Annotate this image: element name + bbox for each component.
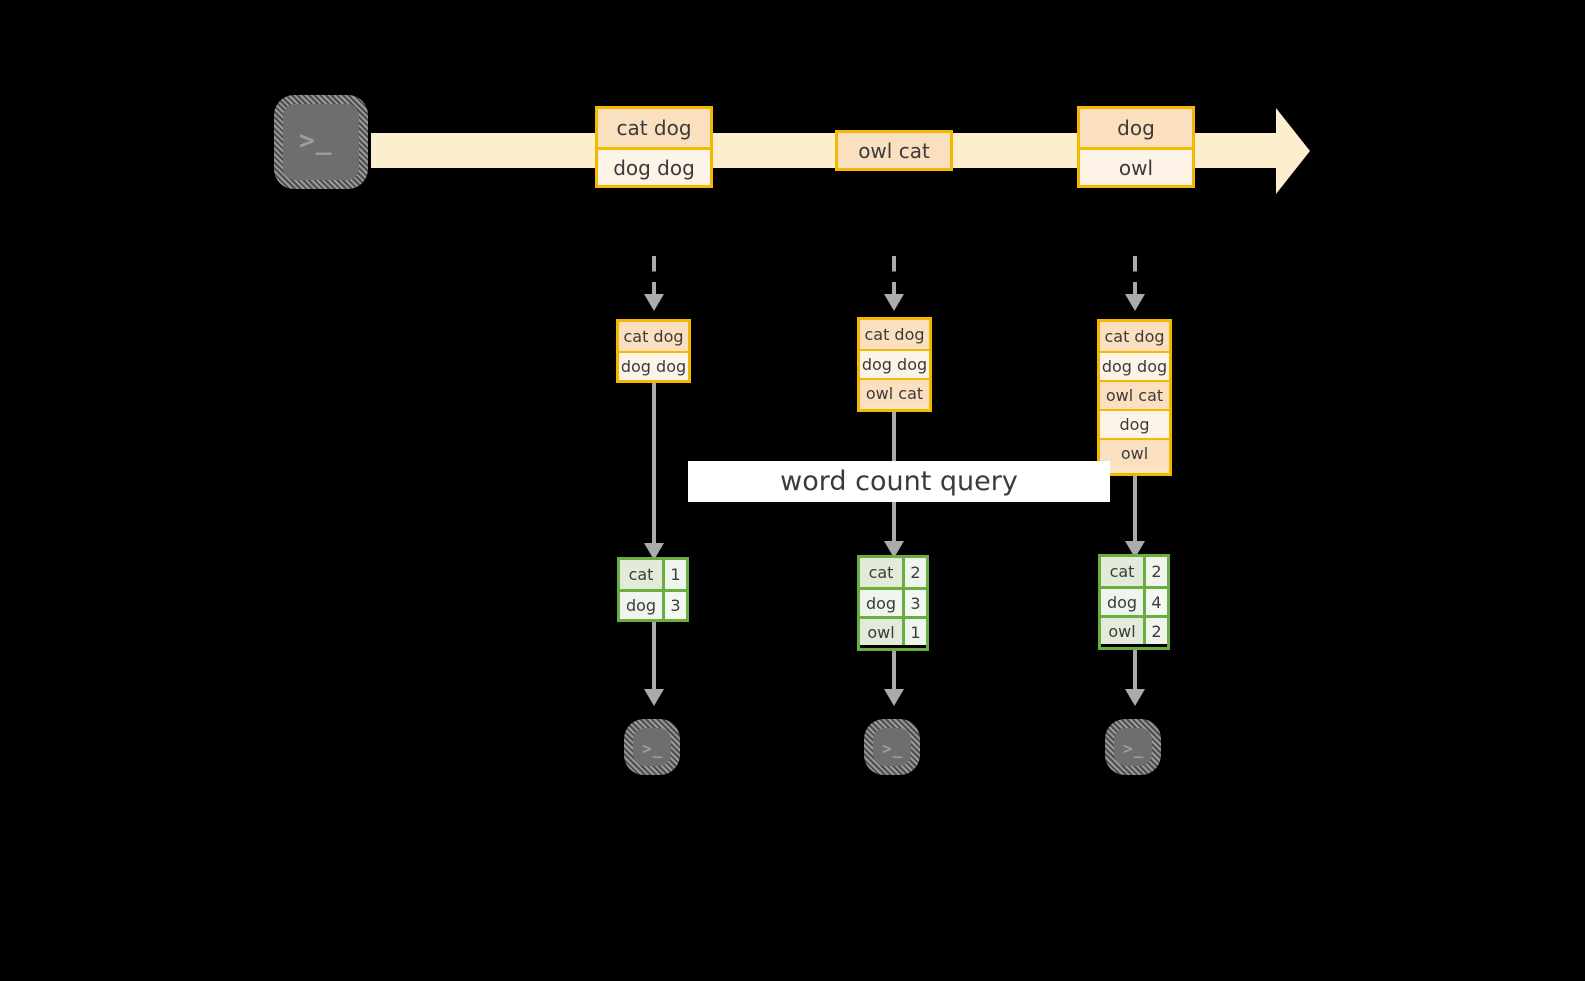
result-word-cell: owl	[860, 619, 902, 645]
result-count-cell: 2	[1143, 557, 1167, 586]
snapshot-1-table-row: cat dog	[619, 322, 688, 351]
source-terminal-icon: >_	[274, 95, 368, 189]
stream-event-1-line-1: cat dog	[598, 109, 710, 147]
stream-event-1-line-2: dog dog	[598, 147, 710, 185]
snapshot-1-query-connector	[652, 383, 656, 547]
stream-event-1: cat dog dog dog	[595, 106, 713, 188]
terminal-prompt-glyph: >_	[1123, 739, 1145, 758]
table-row: cat 2	[860, 558, 926, 587]
stream-event-2-line-1: owl cat	[838, 133, 950, 168]
terminal-body	[1114, 728, 1152, 766]
snapshot-1-sink-arrowhead	[644, 689, 664, 706]
snapshot-1-dashed-connector	[652, 256, 656, 296]
snapshot-3-query-arrowhead	[1125, 541, 1145, 558]
result-count-cell: 1	[662, 560, 686, 589]
snapshot-1-sink-connector	[652, 622, 656, 692]
snapshot-2-query-arrowhead	[884, 541, 904, 558]
snapshot-1-dashed-arrowhead	[644, 294, 664, 311]
table-row: cat 1	[620, 560, 686, 589]
stream-event-3-line-1: dog	[1080, 109, 1192, 147]
snapshot-3-table-row: dog dog	[1100, 351, 1169, 380]
result-count-cell: 1	[902, 619, 926, 645]
snapshot-3-query-connector	[1133, 476, 1137, 545]
snapshot-1-table-row: dog dog	[619, 351, 688, 380]
snapshot-2-table-row: cat dog	[860, 320, 929, 349]
result-word-cell: cat	[860, 558, 902, 587]
table-row: owl 1	[860, 616, 926, 645]
terminal-prompt-glyph: >_	[642, 739, 664, 758]
terminal-body	[873, 728, 911, 766]
stream-event-2: owl cat	[835, 130, 953, 171]
snapshot-3-sink-terminal-icon: >_	[1105, 719, 1161, 775]
result-word-cell: dog	[620, 592, 662, 619]
snapshot-3-dashed-arrowhead	[1125, 294, 1145, 311]
terminal-prompt-glyph: >_	[882, 739, 904, 758]
query-label: word count query	[688, 461, 1110, 502]
snapshot-3-table-row: dog	[1100, 409, 1169, 438]
stream-event-3: dog owl	[1077, 106, 1195, 188]
snapshot-2-sink-connector	[892, 651, 896, 692]
snapshot-2-result-table: cat 2 dog 3 owl 1	[857, 555, 929, 651]
result-count-cell: 3	[662, 592, 686, 619]
snapshot-2-sink-arrowhead	[884, 689, 904, 706]
table-row: owl 2	[1101, 615, 1167, 644]
snapshot-1-sink-terminal-icon: >_	[624, 719, 680, 775]
table-row: dog 3	[620, 589, 686, 619]
result-word-cell: cat	[1101, 557, 1143, 586]
snapshot-2-table: cat dog dog dog owl cat	[857, 317, 932, 412]
snapshot-1-query-arrowhead	[644, 543, 664, 560]
result-count-cell: 2	[902, 558, 926, 587]
snapshot-3-sink-connector	[1133, 650, 1137, 692]
result-count-cell: 4	[1143, 589, 1167, 615]
snapshot-3-result-table: cat 2 dog 4 owl 2	[1098, 554, 1170, 650]
result-word-cell: dog	[1101, 589, 1143, 615]
snapshot-2-dashed-arrowhead	[884, 294, 904, 311]
terminal-prompt-glyph: >_	[299, 126, 333, 156]
snapshot-3-table-row: owl cat	[1100, 380, 1169, 409]
snapshot-2-sink-terminal-icon: >_	[864, 719, 920, 775]
snapshot-3-dashed-connector	[1133, 256, 1137, 296]
snapshot-3-table: cat dog dog dog owl cat dog owl	[1097, 319, 1172, 476]
snapshot-1-table: cat dog dog dog	[616, 319, 691, 383]
table-row: dog 3	[860, 587, 926, 616]
terminal-body	[633, 728, 671, 766]
snapshot-3-sink-arrowhead	[1125, 689, 1145, 706]
result-count-cell: 3	[902, 590, 926, 616]
table-row: cat 2	[1101, 557, 1167, 586]
snapshot-1-result-table: cat 1 dog 3	[617, 557, 689, 622]
result-count-cell: 2	[1143, 618, 1167, 644]
snapshot-2-dashed-connector	[892, 256, 896, 296]
snapshot-3-table-row: cat dog	[1100, 322, 1169, 351]
stream-event-3-line-2: owl	[1080, 147, 1192, 185]
table-row: dog 4	[1101, 586, 1167, 615]
terminal-body	[283, 104, 359, 180]
snapshot-2-table-row: owl cat	[860, 378, 929, 407]
result-word-cell: owl	[1101, 618, 1143, 644]
snapshot-3-table-row: owl	[1100, 438, 1169, 467]
result-word-cell: cat	[620, 560, 662, 589]
stream-arrow-head	[1276, 108, 1310, 194]
result-word-cell: dog	[860, 590, 902, 616]
snapshot-2-table-row: dog dog	[860, 349, 929, 378]
